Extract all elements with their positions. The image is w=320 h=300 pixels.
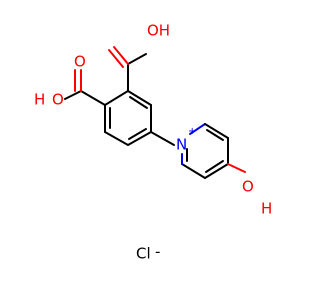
h-label-left: H	[34, 91, 45, 109]
bond-to-oh	[64, 90, 82, 100]
chloride-charge: -	[155, 243, 160, 261]
structure-canvas: OH O O H N + O H Cl -	[34, 22, 272, 263]
nitrogen-label: N	[176, 136, 187, 154]
o-label-left-hydroxyl: O	[52, 91, 64, 109]
carboxyl-top: OH	[108, 22, 170, 92]
bond-to-nitrogen	[150, 131, 175, 146]
double-bond-inner	[129, 96, 148, 109]
hydroxyl-bottom: O H	[227, 163, 272, 218]
chloride-ion: Cl -	[136, 243, 160, 263]
carboxyl-left: O O H	[34, 53, 106, 109]
benzene-ring	[104, 90, 152, 146]
carbonyl-bond	[113, 46, 129, 65]
o-label-bottom: O	[242, 178, 254, 196]
bond	[189, 123, 206, 135]
molecule-drawing: OH O O H N + O H Cl -	[34, 22, 272, 263]
bond	[127, 131, 152, 146]
bond	[127, 90, 152, 106]
bond-to-oh	[127, 53, 147, 65]
oh-label-top: OH	[147, 22, 170, 40]
bond	[80, 90, 106, 106]
h-label-bottom: H	[261, 200, 272, 218]
bond-to-oh	[227, 163, 246, 173]
bond	[204, 163, 229, 179]
double-bond-inner	[206, 129, 224, 141]
bond	[181, 163, 206, 179]
bond	[204, 123, 229, 139]
chloride-label: Cl	[136, 245, 151, 263]
carbonyl-bond	[108, 49, 124, 68]
positive-charge: +	[188, 126, 196, 137]
bond	[104, 131, 129, 146]
double-bond-inner	[128, 128, 147, 140]
double-bond-inner	[205, 160, 224, 173]
bond	[104, 90, 129, 106]
pyridinium-ring: N +	[176, 123, 229, 179]
o-label-left: O	[74, 53, 86, 71]
